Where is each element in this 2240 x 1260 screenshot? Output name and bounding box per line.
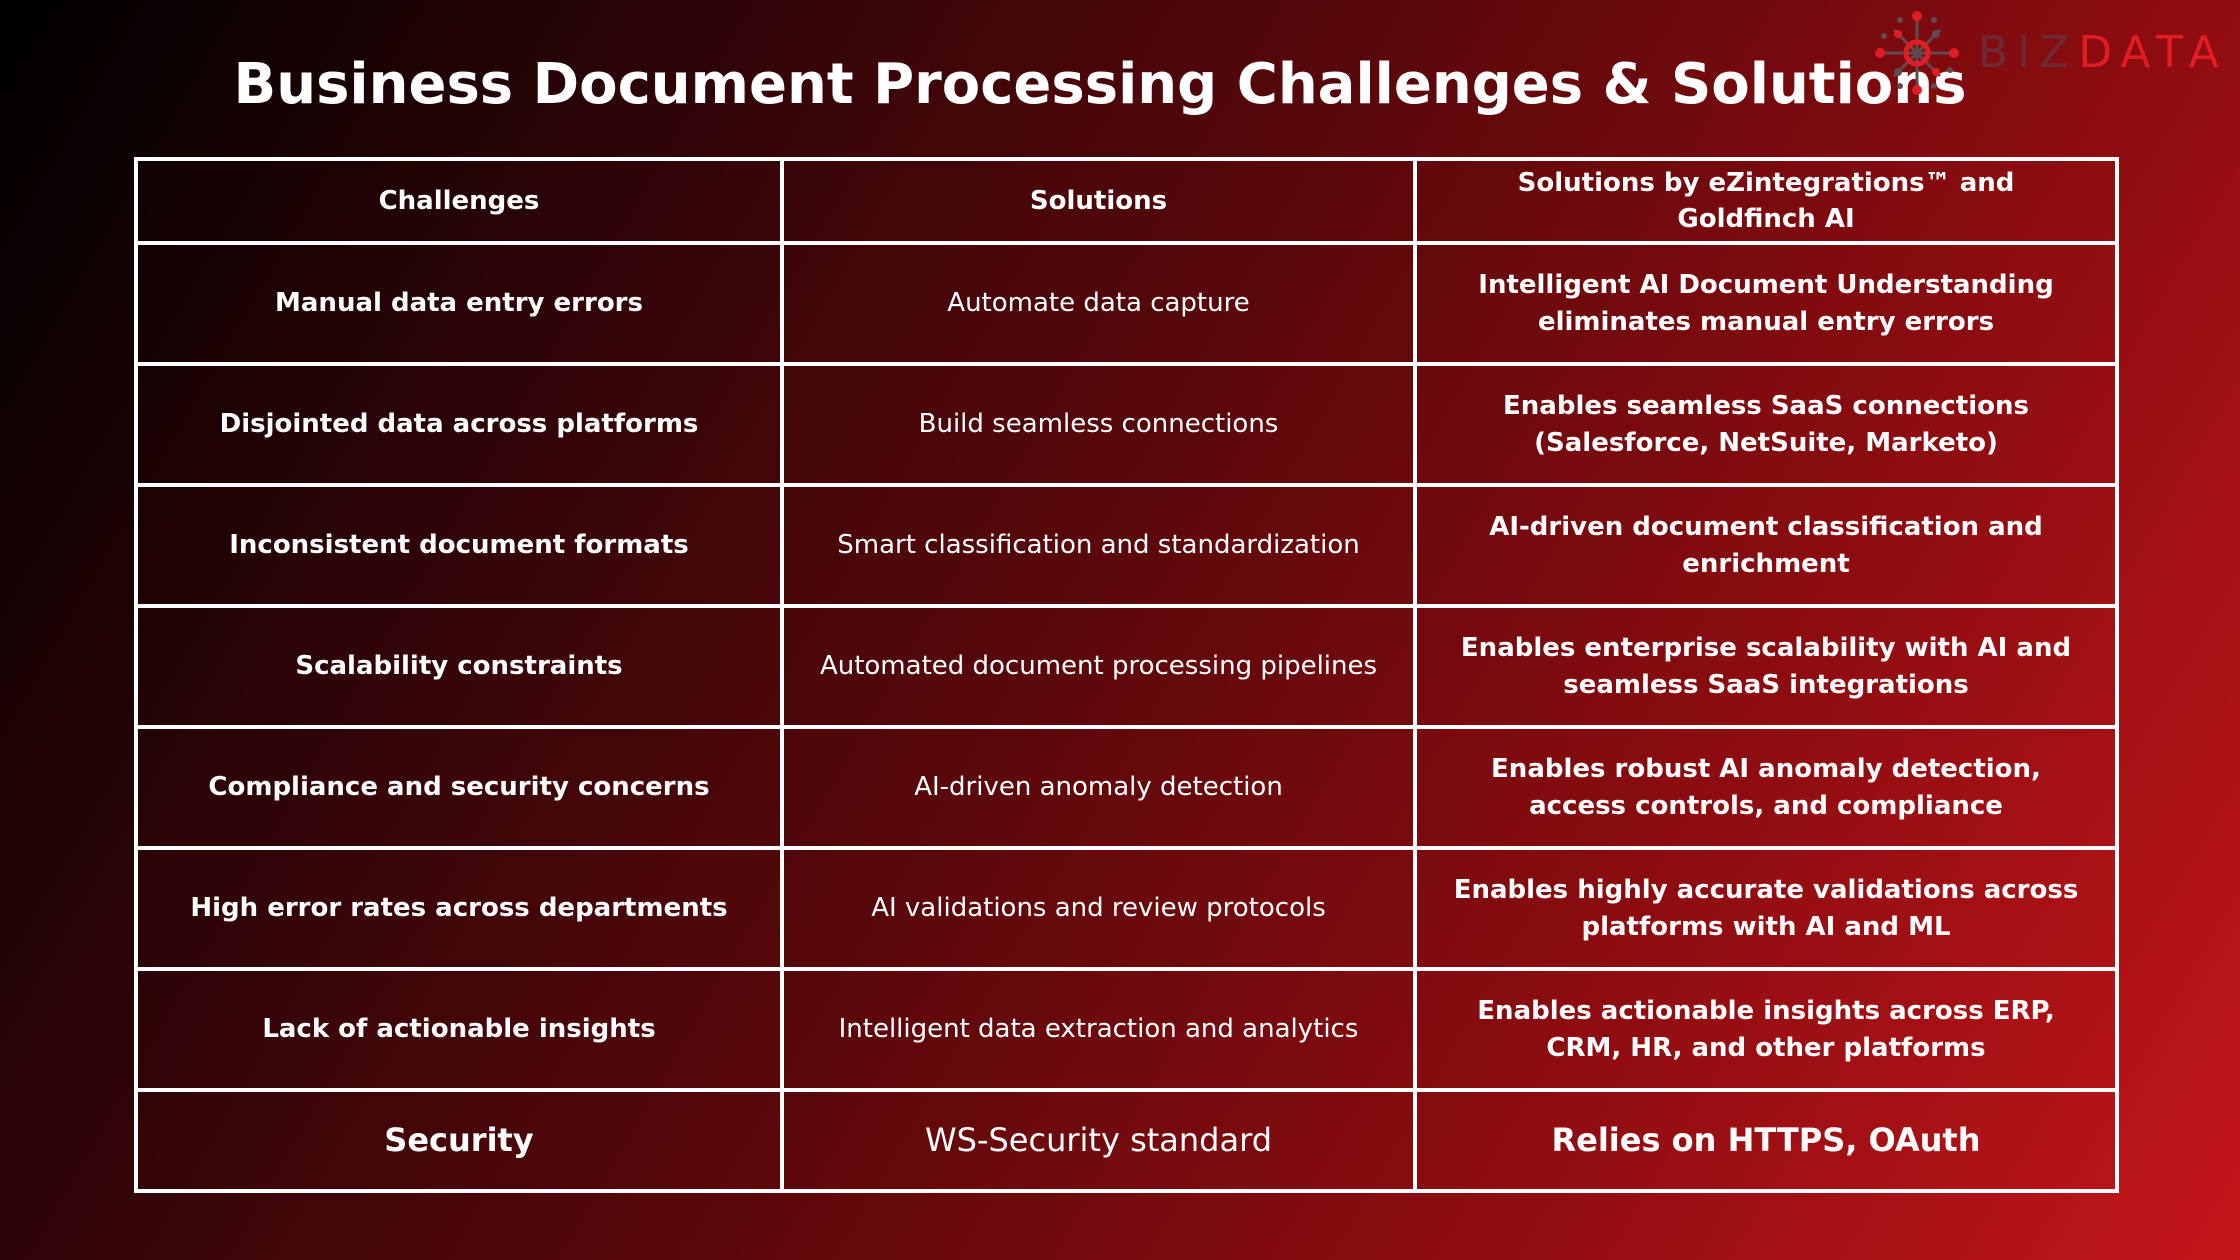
ez-solution-cell: AI-driven document classification and en… bbox=[1413, 483, 2119, 608]
solution-cell: Automated document processing pipelines bbox=[780, 604, 1417, 729]
solution-cell: WS-Security standard bbox=[780, 1088, 1417, 1193]
table-row: Disjointed data across platforms Build s… bbox=[134, 362, 2119, 487]
challenge-cell: High error rates across departments bbox=[134, 846, 784, 971]
table-header-row: Challenges Solutions Solutions by eZinte… bbox=[134, 157, 2119, 245]
ez-solution-cell: Enables seamless SaaS connections (Sales… bbox=[1413, 362, 2119, 487]
solution-cell: Intelligent data extraction and analytic… bbox=[780, 967, 1417, 1092]
challenge-cell: Disjointed data across platforms bbox=[134, 362, 784, 487]
table-row: Compliance and security concerns AI-driv… bbox=[134, 725, 2119, 850]
solution-cell: Build seamless connections bbox=[780, 362, 1417, 487]
bizdata-logo: BIZDATA bbox=[1870, 6, 2228, 100]
table-row: Scalability constraints Automated docume… bbox=[134, 604, 2119, 729]
ez-solution-cell: Relies on HTTPS, OAuth bbox=[1413, 1088, 2119, 1193]
page-title: Business Document Processing Challenges … bbox=[233, 52, 1967, 117]
solution-cell: AI-driven anomaly detection bbox=[780, 725, 1417, 850]
logo-wordmark: BIZDATA bbox=[1978, 31, 2228, 75]
logo-text-data: DATA bbox=[2078, 27, 2228, 78]
solution-cell: AI validations and review protocols bbox=[780, 846, 1417, 971]
network-nodes-logo-icon bbox=[1875, 11, 1959, 95]
header-challenges: Challenges bbox=[134, 157, 784, 245]
table-row: High error rates across departments AI v… bbox=[134, 846, 2119, 971]
challenge-cell: Manual data entry errors bbox=[134, 241, 784, 366]
solution-cell: Automate data capture bbox=[780, 241, 1417, 366]
header-ez-solutions: Solutions by eZintegrations™ and Goldfin… bbox=[1413, 157, 2119, 245]
table-row: Lack of actionable insights Intelligent … bbox=[134, 967, 2119, 1092]
challenge-cell: Scalability constraints bbox=[134, 604, 784, 729]
table-row: Inconsistent document formats Smart clas… bbox=[134, 483, 2119, 608]
ez-solution-cell: Enables highly accurate validations acro… bbox=[1413, 846, 2119, 971]
table-row: Manual data entry errors Automate data c… bbox=[134, 241, 2119, 366]
solution-cell: Smart classification and standardization bbox=[780, 483, 1417, 608]
challenge-cell: Inconsistent document formats bbox=[134, 483, 784, 608]
table-row: Security WS-Security standard Relies on … bbox=[134, 1088, 2119, 1193]
challenges-solutions-table: Challenges Solutions Solutions by eZinte… bbox=[134, 157, 2119, 1193]
challenge-cell: Security bbox=[134, 1088, 784, 1193]
ez-solution-cell: Enables actionable insights across ERP, … bbox=[1413, 967, 2119, 1092]
ez-solution-cell: Enables robust AI anomaly detection, acc… bbox=[1413, 725, 2119, 850]
logo-text-biz: BIZ bbox=[1978, 27, 2079, 78]
ez-solution-cell: Intelligent AI Document Understanding el… bbox=[1413, 241, 2119, 366]
challenge-cell: Compliance and security concerns bbox=[134, 725, 784, 850]
ez-solution-cell: Enables enterprise scalability with AI a… bbox=[1413, 604, 2119, 729]
challenge-cell: Lack of actionable insights bbox=[134, 967, 784, 1092]
header-solutions: Solutions bbox=[780, 157, 1417, 245]
